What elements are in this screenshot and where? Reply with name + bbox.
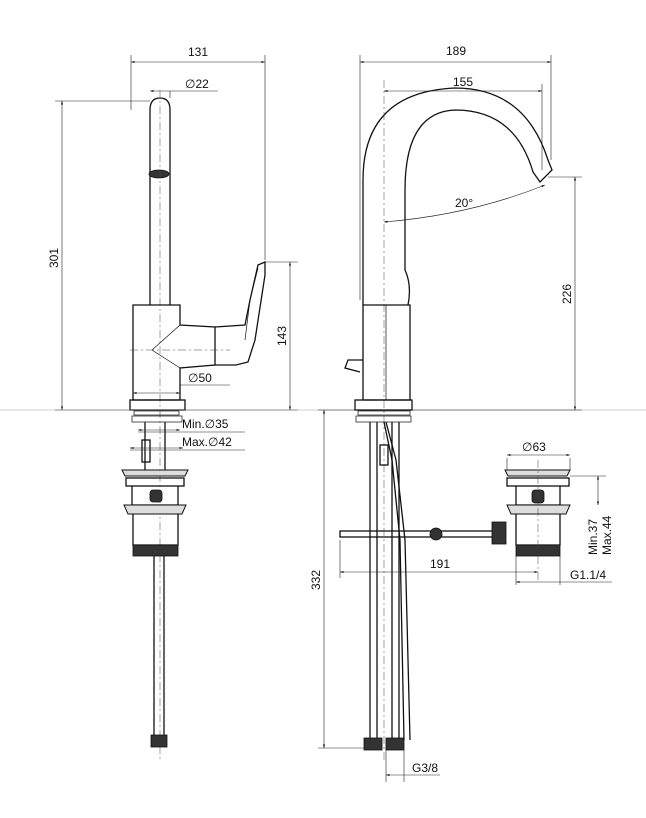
dim-spout-diameter: ∅22 (185, 77, 209, 91)
dim-width-131: 131 (188, 45, 208, 59)
dim-hole-min: Min.∅35 (182, 417, 229, 431)
dim-hose-332: 332 (309, 570, 323, 590)
dim-lever-143: 143 (275, 326, 289, 346)
dim-width-189: 189 (446, 44, 466, 58)
side-view-dimensions: 189 155 20° 226 ∅63 Min.37 Max.44 332 19… (309, 44, 614, 782)
dim-angle: 20° (455, 196, 473, 210)
dim-height-226: 226 (560, 284, 574, 304)
dim-thickness-max: Max.44 (600, 515, 614, 555)
dim-hole-max: Max.∅42 (182, 435, 232, 449)
dim-drain-diameter: ∅63 (522, 440, 546, 454)
side-view-faucet (339, 80, 571, 760)
dim-hose-thread: G3/8 (412, 761, 438, 775)
dim-height-301: 301 (47, 248, 61, 268)
dim-reach-155: 155 (453, 75, 473, 89)
dim-drain-thread: G1.1/4 (570, 568, 606, 582)
dim-base-diameter: ∅50 (188, 371, 212, 385)
front-view-dimensions: 131 ∅22 301 143 ∅50 Min.∅35 Max.∅42 (0, 45, 646, 451)
dim-thickness-min: Min.37 (586, 519, 600, 555)
dim-rod-191: 191 (430, 557, 450, 571)
